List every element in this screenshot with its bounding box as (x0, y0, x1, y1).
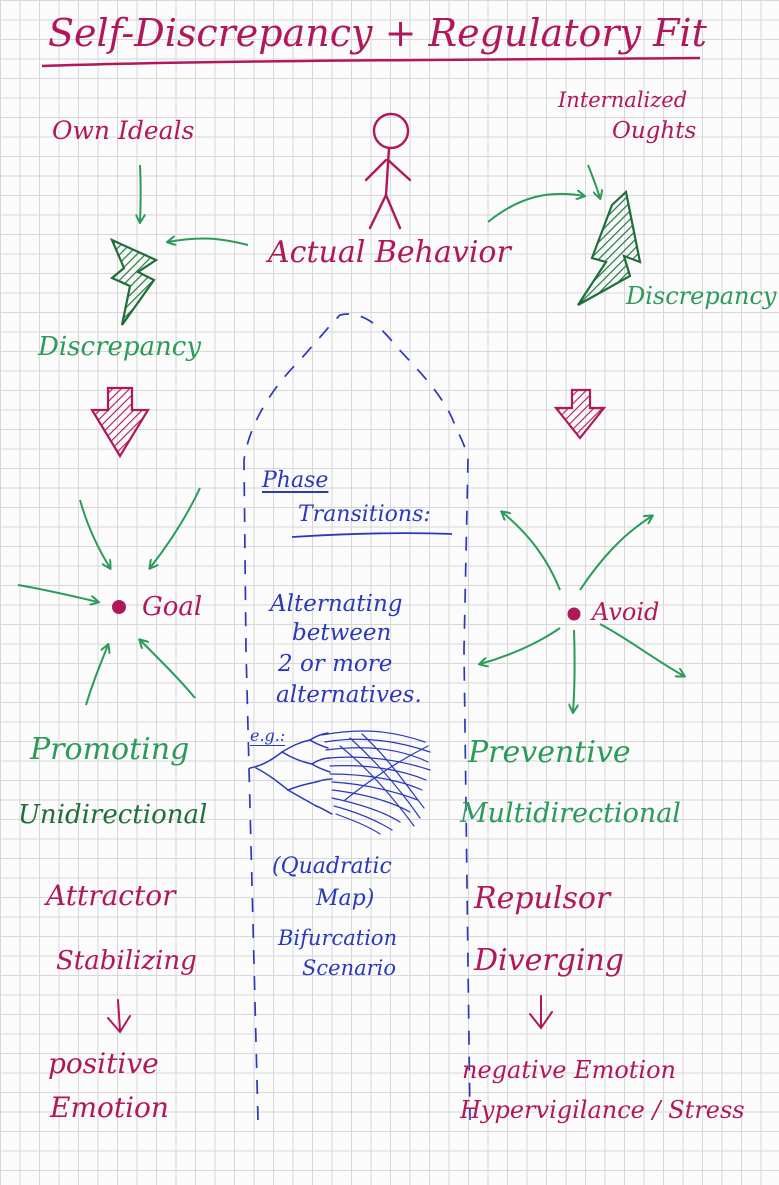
stick-figure-icon (364, 112, 412, 230)
arrow-ideals-down (140, 164, 141, 222)
arrow-behavior-left (168, 238, 249, 245)
lightning-left-icon (109, 237, 159, 326)
discrepancy-left-label: Discrepancy (38, 332, 202, 362)
negative-emotion-label: negative Emotion (462, 1056, 676, 1084)
page-title: Self-Discrepancy + Regulatory Fit (48, 11, 707, 55)
phase-underline (291, 532, 453, 538)
eg-label: e.g.: (250, 726, 286, 745)
emotion-left-label: Emotion (50, 1091, 169, 1124)
own-ideals-label: Own Ideals (52, 116, 195, 145)
lightning-right-icon (577, 189, 642, 306)
goal-label: Goal (142, 592, 203, 622)
block-arrow-left-icon (90, 386, 150, 459)
bifurcation-label: Bifurcation (278, 926, 398, 950)
positive-label: positive (48, 1047, 159, 1080)
alternating-line4: alternatives. (276, 682, 422, 708)
arrow-behavior-right (487, 194, 584, 223)
discrepancy-right-label: Discrepancy (626, 282, 777, 310)
title-underline (41, 56, 701, 68)
scenario-label: Scenario (302, 956, 397, 980)
hypervigilance-label: Hypervigilance / Stress (460, 1096, 745, 1124)
diverging-arrows (480, 512, 684, 712)
bifurcation-icon (249, 730, 431, 835)
avoid-node (567, 607, 581, 621)
promoting-label: Promoting (30, 732, 190, 767)
alternating-line1: Alternating (270, 591, 403, 617)
down-arrow-right-icon (529, 995, 553, 1030)
goal-node (112, 600, 126, 614)
preventive-label: Preventive (468, 735, 631, 770)
arrow-oughts-down (587, 164, 600, 198)
unidirectional-label: Unidirectional (18, 800, 208, 830)
avoid-label: Avoid (592, 598, 660, 626)
stabilizing-label: Stabilizing (56, 946, 197, 976)
alternating-line2: between (292, 620, 392, 646)
phase-label: Phase (262, 468, 329, 493)
quadratic-label: (Quadratic (272, 854, 392, 879)
actual-behavior-label: Actual Behavior (268, 235, 511, 270)
internalized-label: Internalized (558, 88, 688, 112)
block-arrow-right-icon (553, 388, 607, 440)
transitions-label: Transitions: (298, 502, 431, 527)
attractor-label: Attractor (46, 879, 176, 912)
diverging-label: Diverging (474, 943, 625, 978)
repulsor-label: Repulsor (474, 881, 611, 916)
down-arrow-left-icon (107, 999, 131, 1034)
map-label: Map) (316, 886, 375, 911)
converging-arrows (17, 487, 201, 706)
oughts-label: Oughts (612, 118, 697, 144)
alternating-line3: 2 or more (278, 651, 393, 677)
multidirectional-label: Multidirectional (460, 798, 681, 829)
phase-boundary (243, 313, 471, 1121)
